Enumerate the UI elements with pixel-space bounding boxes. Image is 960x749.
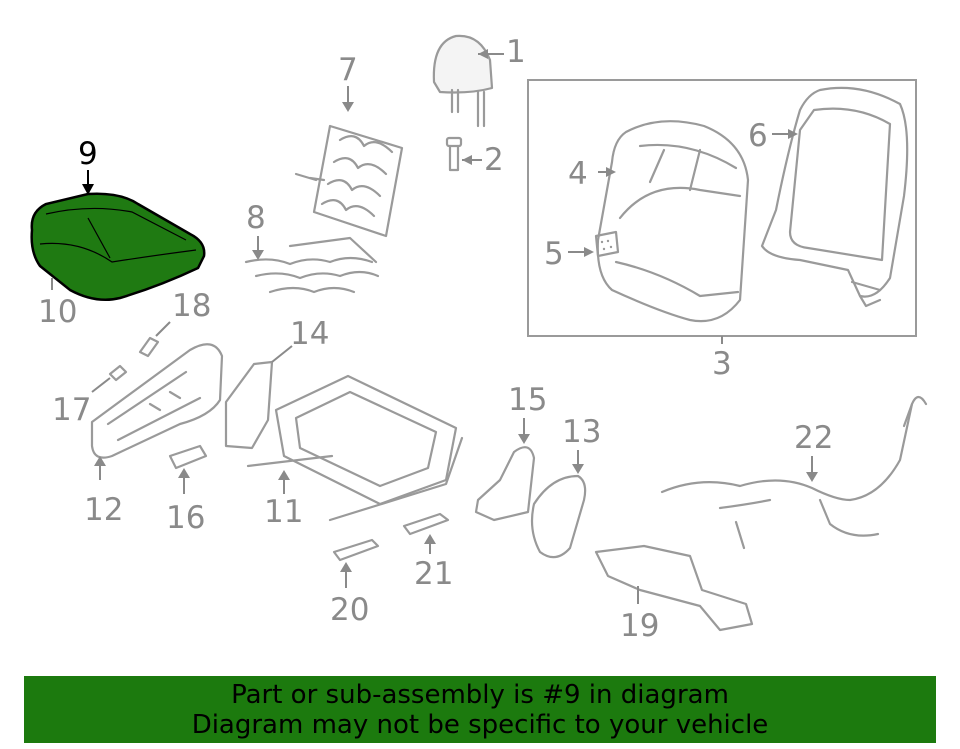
callout-17[interactable]: 17	[52, 392, 91, 428]
part-11-seat-frame[interactable]	[246, 374, 464, 522]
part-2-guide[interactable]	[445, 136, 463, 172]
arrow-20	[340, 562, 352, 572]
leader-17	[91, 377, 111, 393]
part-21-bracket[interactable]	[402, 512, 450, 536]
arrow-7	[342, 102, 354, 112]
callout-3[interactable]: 3	[712, 346, 732, 382]
arrow-2	[462, 155, 472, 165]
arrow-15	[518, 434, 530, 444]
part-14-cover[interactable]	[224, 360, 274, 450]
part-12-side-shield[interactable]	[90, 343, 224, 459]
banner-line-1: Part or sub-assembly is #9 in diagram	[231, 680, 729, 710]
callout-2[interactable]: 2	[484, 142, 504, 178]
arrow-6	[788, 129, 798, 139]
leader-18	[155, 321, 171, 337]
part-22-wiring-harness[interactable]	[660, 395, 928, 550]
arrow-11	[278, 470, 290, 480]
callout-12[interactable]: 12	[84, 492, 123, 528]
arrow-9	[82, 184, 94, 195]
part-19-bracket[interactable]	[594, 544, 754, 632]
callout-11[interactable]: 11	[264, 494, 303, 530]
arrow-22	[806, 472, 818, 482]
part-18-clip[interactable]	[138, 336, 160, 358]
callout-14[interactable]: 14	[290, 316, 329, 352]
part-17-knob[interactable]	[108, 364, 128, 382]
part-7-spring-mat[interactable]	[294, 124, 404, 238]
callout-16[interactable]: 16	[166, 500, 205, 536]
callout-19[interactable]: 19	[620, 608, 659, 644]
callout-15[interactable]: 15	[508, 382, 547, 418]
arrow-21	[424, 534, 436, 544]
part-6-seatback-frame[interactable]	[760, 86, 909, 308]
callout-6[interactable]: 6	[748, 118, 768, 154]
arrow-12	[94, 456, 106, 466]
callout-10[interactable]: 10	[38, 294, 77, 330]
disclaimer-banner: Part or sub-assembly is #9 in diagram Di…	[24, 676, 936, 743]
arrow-1	[478, 49, 488, 59]
part-16-bracket[interactable]	[168, 444, 208, 470]
callout-8[interactable]: 8	[246, 200, 266, 236]
part-15-cover[interactable]	[474, 446, 536, 522]
part-13-panel[interactable]	[530, 474, 587, 559]
arrow-16	[178, 468, 190, 478]
arrow-8	[252, 250, 264, 260]
banner-line-2: Diagram may not be specific to your vehi…	[191, 710, 769, 740]
callout-13[interactable]: 13	[562, 414, 601, 450]
callout-9[interactable]: 9	[78, 136, 98, 172]
part-4-seatback-cover[interactable]	[596, 120, 750, 323]
callout-5[interactable]: 5	[544, 236, 564, 272]
part-9-seat-cushion[interactable]	[30, 192, 206, 301]
arrow-5	[584, 247, 594, 257]
callout-20[interactable]: 20	[330, 592, 369, 628]
leader-14	[271, 345, 293, 363]
part-5-pad[interactable]	[594, 230, 620, 258]
callout-4[interactable]: 4	[568, 156, 588, 192]
part-1-headrest[interactable]	[432, 34, 494, 128]
callout-18[interactable]: 18	[172, 288, 211, 324]
callout-7[interactable]: 7	[338, 52, 358, 88]
arrow-4	[606, 167, 616, 177]
callout-1[interactable]: 1	[506, 34, 526, 70]
callout-22[interactable]: 22	[794, 420, 833, 456]
part-8-cushion-springs[interactable]	[244, 236, 380, 294]
subassembly-3-box	[527, 79, 917, 337]
arrow-13	[572, 464, 584, 474]
part-20-bracket[interactable]	[332, 538, 380, 562]
callout-21[interactable]: 21	[414, 556, 453, 592]
